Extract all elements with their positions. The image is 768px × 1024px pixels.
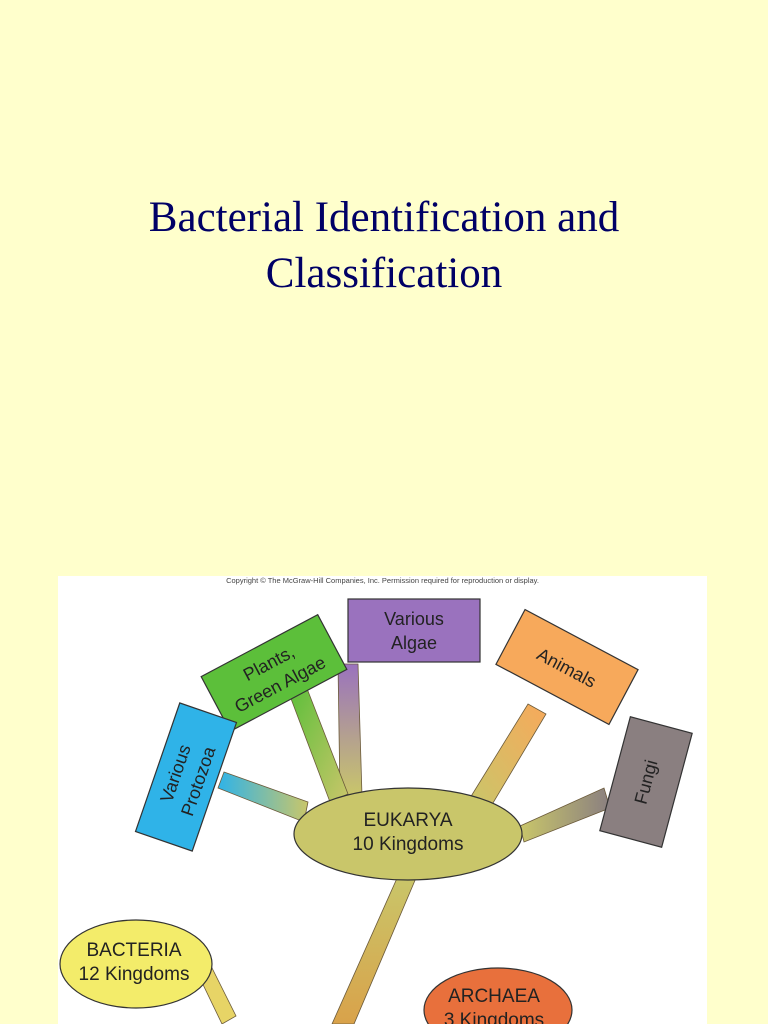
sign-plants: Plants, Green Algae [200,613,348,733]
sign-various-algae-line2: Algae [391,633,437,653]
slide-title: Bacterial Identification and Classificat… [0,190,768,302]
title-line-1: Bacterial Identification and [148,194,620,241]
branch-stems [195,663,611,1024]
archaea-ellipse [423,967,573,1024]
archaea-line2: 3 Kingdoms [444,1010,544,1024]
bacteria-line1: BACTERIA [86,940,181,961]
eukarya-line1: EUKARYA [363,810,452,831]
sign-animals-box [495,608,639,726]
sign-various-algae: Various Algae [347,598,481,663]
sign-protozoa-box [134,702,238,852]
sign-fungi-box [599,715,693,849]
tree-of-life-figure: Copyright © The McGraw-Hill Companies, I… [58,576,707,1024]
archaea-node: ARCHAEA 3 Kingdoms [423,967,573,1024]
eukarya-ellipse [293,787,523,881]
sign-animals: Animals [495,608,639,726]
eukarya-line2: 10 Kingdoms [353,834,464,855]
title-line-2: Classification [265,250,503,297]
stem-various-algae [337,663,363,797]
stem-trunk [331,875,417,1024]
bacteria-node: BACTERIA 12 Kingdoms [59,919,213,1009]
sign-protozoa: Various Protozoa [134,702,238,852]
sign-various-algae-box [347,598,481,663]
stem-fungi [519,787,611,843]
bacteria-ellipse [59,919,213,1009]
sign-fungi: Fungi [599,715,693,849]
sign-plants-box [200,613,348,733]
tree-diagram: Various Algae Plants, Green Algae Animal… [59,598,693,1024]
bacteria-line2: 12 Kingdoms [79,964,190,985]
eukarya-node: EUKARYA 10 Kingdoms [293,787,523,881]
archaea-line1: ARCHAEA [448,986,540,1007]
sign-various-algae-line1: Various [384,609,444,629]
stem-animals [469,703,547,809]
copyright-notice: Copyright © The McGraw-Hill Companies, I… [226,576,539,585]
stem-protozoa [217,771,309,823]
